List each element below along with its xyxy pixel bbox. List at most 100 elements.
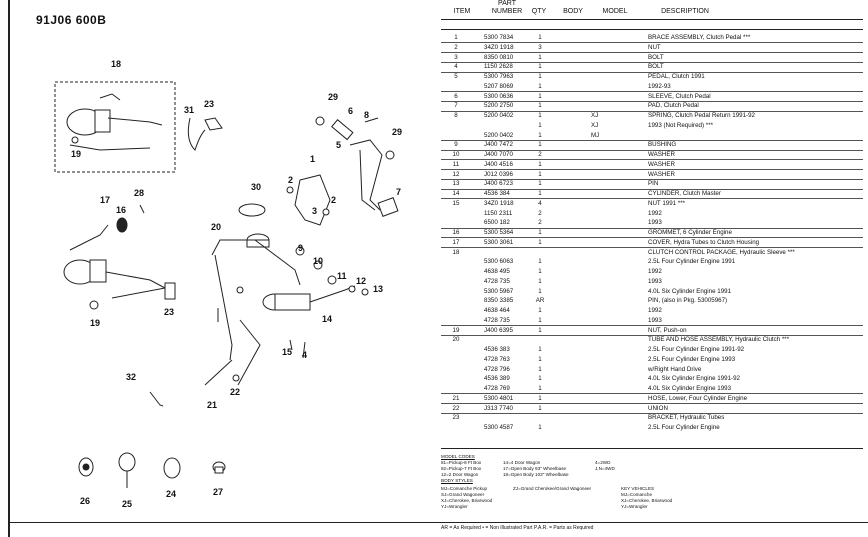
item-cell: 10	[452, 151, 460, 158]
callout-27: 27	[213, 487, 223, 497]
body-style: XJ=Cherokee, Briarwood	[441, 498, 493, 503]
callout-23: 23	[204, 99, 214, 109]
callout-23-lower: 23	[164, 307, 174, 317]
description-cell: BUSHING	[648, 141, 677, 149]
callout-4: 4	[302, 350, 307, 360]
row-divider	[441, 325, 863, 326]
qty-cell: 1	[538, 73, 542, 80]
callout-2-left: 2	[288, 175, 293, 185]
callout-5: 5	[336, 140, 341, 150]
description-cell: 1993	[648, 277, 662, 285]
table-row: 4638 495 1 1992	[441, 267, 863, 276]
model-code: 81=Pickup-8 Ft Box	[441, 460, 482, 465]
part-number-cell: 5300 4587	[484, 424, 514, 431]
description-cell: COVER, Hydra Tubes to Clutch Housing	[648, 238, 760, 246]
header-description: DESCRIPTION	[661, 8, 709, 15]
callout-24: 24	[166, 489, 176, 499]
hydraulic-hose-part-20	[211, 239, 301, 286]
item-cell: 3	[454, 53, 458, 61]
callout-12: 12	[356, 276, 366, 286]
item-cell: 19	[452, 326, 460, 334]
legend-footnote: AR = As Required • = Non Illustrated Par…	[441, 525, 594, 531]
qty-cell: 1	[538, 238, 542, 246]
qty-cell: 1	[538, 316, 542, 324]
part-number-cell: 4536 389	[484, 375, 510, 383]
return-spring-part-8	[364, 117, 379, 123]
description-cell: PIN, (also in Pkg. 53005967)	[648, 297, 728, 305]
item-cell: 2	[454, 43, 458, 51]
part-number-cell: 5300 4801	[484, 394, 514, 402]
qty-cell: 1	[538, 82, 542, 90]
header-rule	[441, 19, 863, 20]
part-number-cell: 4638 495	[484, 268, 510, 275]
exploded-parts-diagram: 18 19 31 23 17 16 28 30 20 29 6 8 29 5 1…	[54, 59, 402, 509]
qty-cell: 1	[538, 190, 542, 197]
callout-9: 9	[298, 243, 303, 253]
part-number-cell: 5200 0402	[484, 112, 514, 119]
item-cell: 13	[452, 180, 460, 188]
bracket-part-23-upper	[204, 117, 223, 131]
row-divider	[441, 169, 863, 170]
model-code: 12=2 Door Wagon	[441, 472, 479, 477]
item-cell: 21	[452, 394, 460, 402]
header-item: ITEM	[453, 8, 471, 15]
model-cell: XJ	[591, 112, 599, 119]
callout-30: 30	[251, 182, 261, 192]
part-number-cell: 4728 796	[484, 365, 510, 373]
header-model: MODEL	[602, 8, 628, 15]
part-number-cell: 34Z0 1918	[484, 43, 514, 51]
callout-22: 22	[230, 387, 240, 397]
fastener-part-25	[118, 452, 136, 472]
description-cell: 1992	[648, 268, 662, 275]
part-number-cell: 5300 7963	[484, 73, 514, 80]
callout-25: 25	[122, 499, 132, 509]
washer-part-12	[348, 285, 356, 293]
description-cell: CYLINDER, Clutch Master	[648, 190, 721, 197]
part-number-cell: 5200 0402	[484, 131, 514, 139]
body-style: SJ=Grand Wagoneer	[441, 492, 485, 497]
description-cell: 1993 (Not Required) ***	[648, 121, 714, 129]
qty-cell: 1	[538, 53, 542, 61]
part-number-cell: 5300 7834	[484, 34, 514, 41]
part-number-cell: 5207 8069	[484, 82, 514, 90]
model-code: 14=4 Door Wagon	[503, 460, 541, 465]
description-cell: NUT 1991 ***	[648, 199, 686, 207]
washer-part-10	[313, 260, 323, 270]
qty-cell: 1	[538, 121, 542, 129]
row-divider	[441, 159, 863, 161]
item-cell: 4	[454, 63, 458, 71]
callout-10: 10	[313, 256, 323, 266]
description-cell: 4.0L Six Cylinder Engine 1993	[648, 385, 732, 392]
part-number-cell: 5300 5967	[484, 287, 514, 295]
row-divider	[441, 52, 863, 53]
body-style: MJ=Comanche Pickup	[441, 486, 488, 491]
item-cell: 16	[452, 229, 460, 236]
item-cell: 23	[452, 414, 460, 422]
part-32	[149, 391, 164, 407]
clip-part-31	[187, 117, 206, 151]
description-cell: CLUTCH CONTROL PACKAGE, Hydraulic Sleeve…	[648, 248, 795, 256]
row-divider	[441, 227, 863, 229]
callout-11: 11	[337, 271, 347, 281]
description-cell: WASHER	[648, 151, 675, 158]
qty-cell: 1	[538, 268, 542, 275]
qty-cell: 2	[538, 209, 542, 217]
callout-19-lower: 19	[90, 318, 100, 328]
description-cell: NUT	[648, 43, 661, 51]
row-divider	[441, 149, 863, 151]
